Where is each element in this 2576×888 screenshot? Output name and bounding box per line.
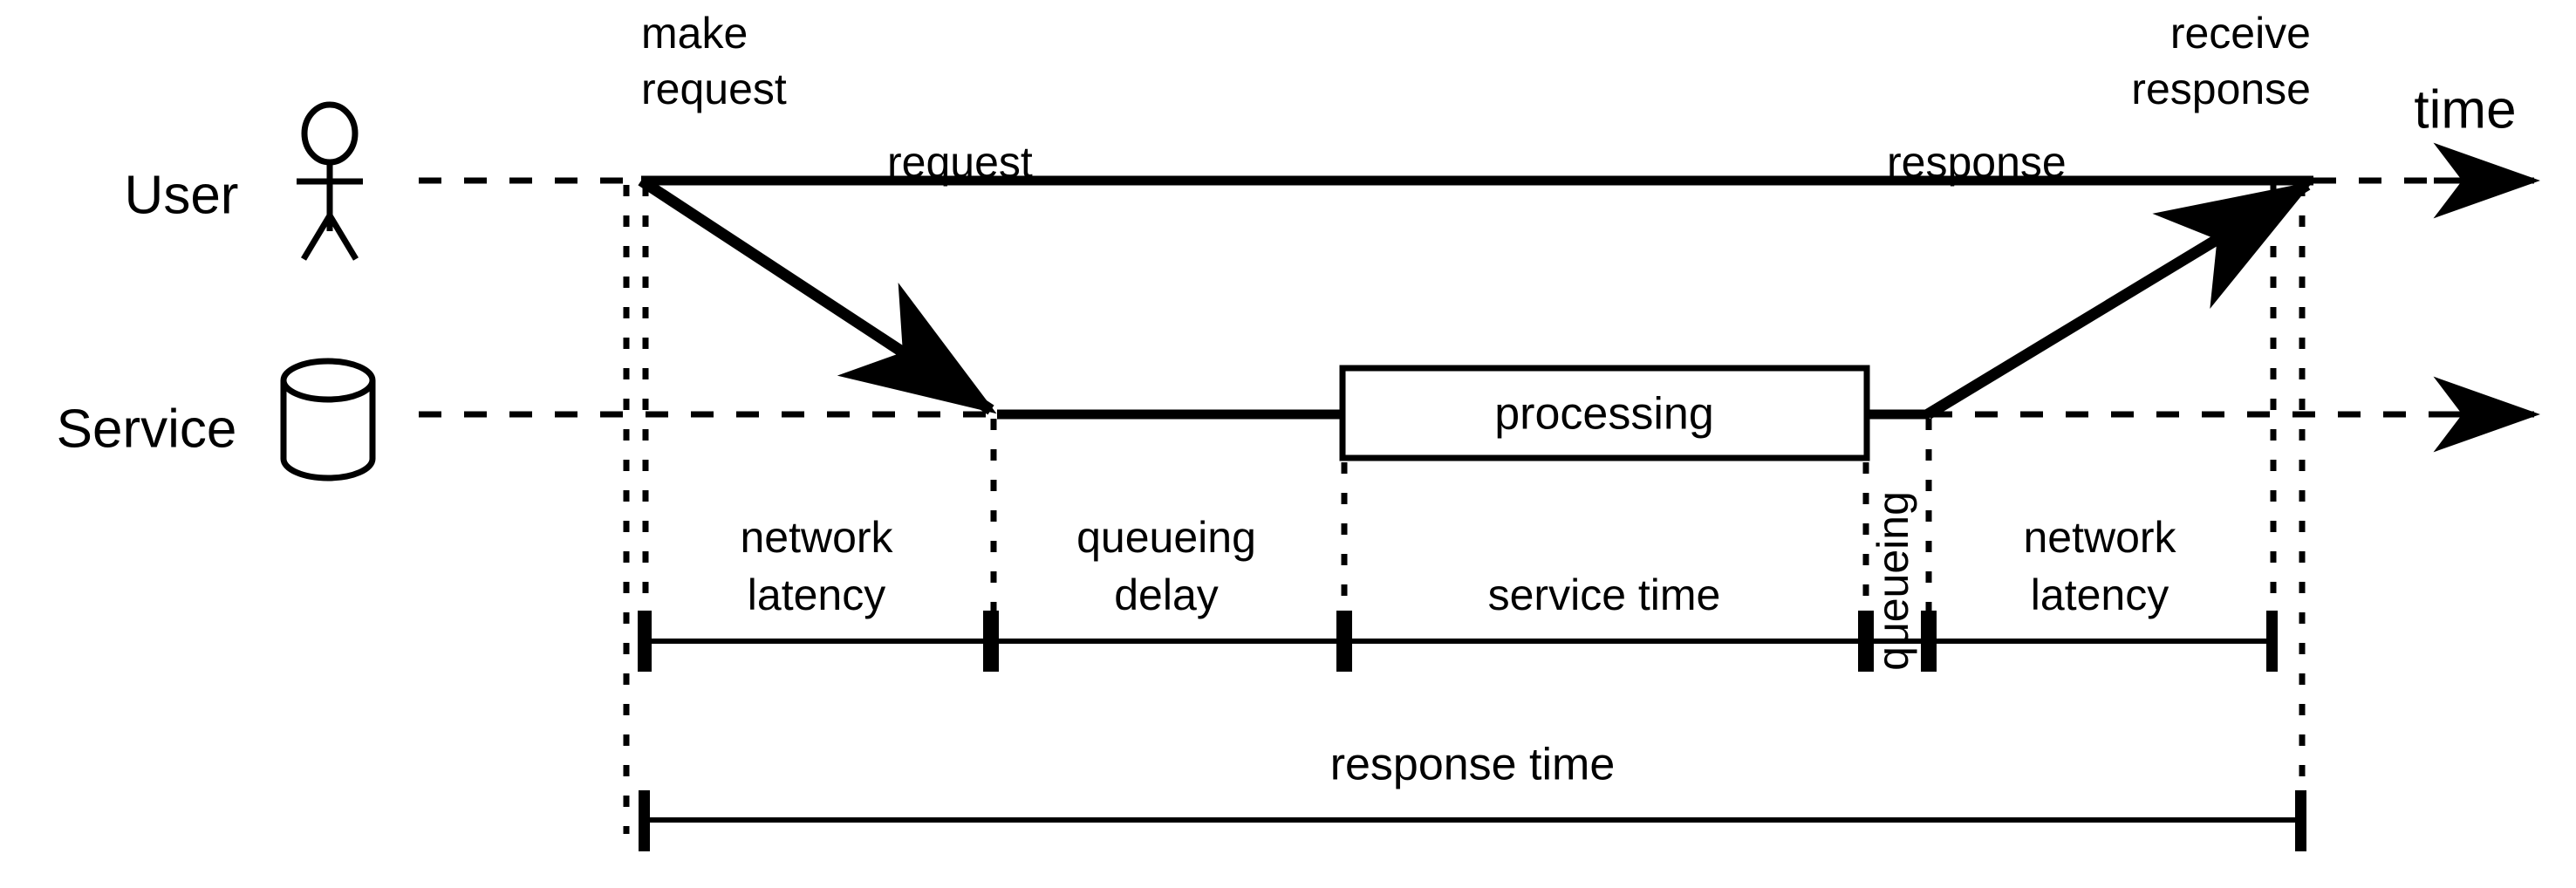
- tick-3: [1858, 611, 1874, 672]
- guide-lines: [623, 185, 2306, 834]
- tick-0: [638, 611, 652, 672]
- lane-label-user: User: [125, 165, 239, 225]
- message-label-request: request: [887, 138, 1033, 187]
- event-label-make-request-line2: request: [641, 65, 787, 113]
- tick-5: [2266, 611, 2278, 672]
- segment-label-network-latency-in-line2: latency: [2031, 570, 2169, 619]
- breakdown-bar-ticks: [638, 611, 2278, 672]
- time-axis-label: time: [2414, 79, 2516, 140]
- message-arrow-request: [638, 175, 997, 415]
- total-tick-start: [639, 790, 650, 851]
- processing-activation-box: [1339, 365, 1870, 461]
- segment-label-queueing-delay-line1: queueing: [1076, 513, 1256, 562]
- message-label-response: response: [1887, 138, 2067, 187]
- processing-label: processing: [1494, 389, 1713, 440]
- event-label-receive-response-line1: receive: [2170, 9, 2311, 58]
- tick-4: [1921, 611, 1937, 672]
- segment-label-network-latency-out-line2: latency: [748, 570, 885, 619]
- total-tick-end: [2295, 790, 2306, 851]
- database-cylinder-icon: [280, 358, 376, 482]
- response-time-label: response time: [1330, 740, 1616, 790]
- segment-label-network-latency-in-line1: network: [2023, 513, 2176, 562]
- stick-figure-icon: [297, 101, 363, 261]
- event-label-make-request-line1: make: [641, 9, 748, 58]
- response-time-bar-ticks: [639, 790, 2306, 851]
- segment-label-queueing-rotated: queueing: [1869, 491, 1917, 671]
- segment-label-service-time: service time: [1488, 570, 1721, 619]
- event-label-receive-response-line2: response: [2131, 65, 2311, 113]
- message-arrow-response: [1924, 180, 2313, 420]
- tick-2: [1336, 611, 1352, 672]
- segment-label-queueing-delay-line2: delay: [1114, 570, 1219, 619]
- tick-1: [983, 611, 999, 672]
- lane-label-service: Service: [57, 399, 237, 459]
- segment-label-network-latency-out-line1: network: [740, 513, 893, 562]
